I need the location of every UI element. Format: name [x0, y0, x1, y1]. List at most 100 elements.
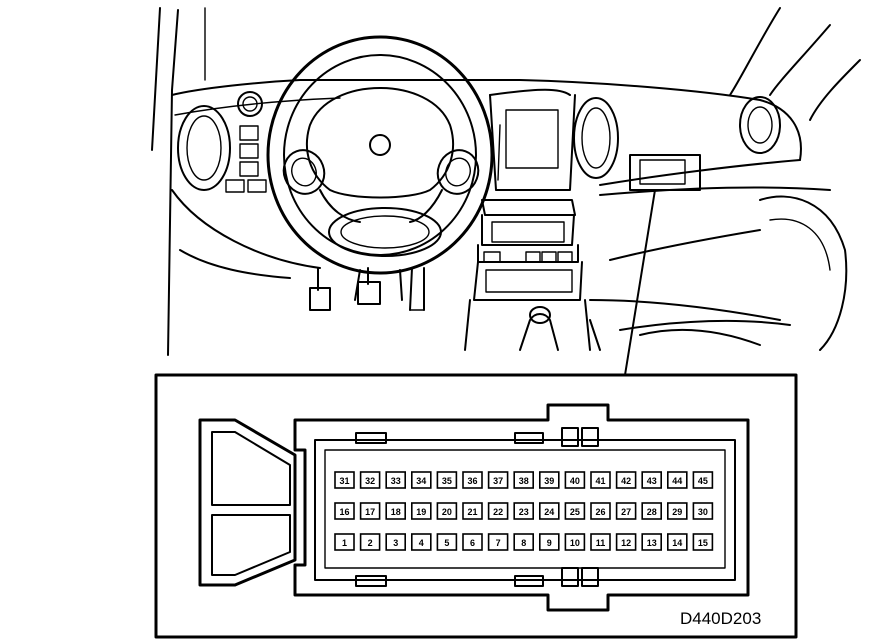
pin-number: 11: [596, 538, 606, 548]
connector-pin: 1: [334, 533, 355, 551]
connector-pin: 43: [641, 471, 663, 489]
pin-number: 24: [544, 507, 554, 517]
pin-number: 4: [419, 538, 424, 548]
pin-cell: [564, 533, 586, 551]
connector-pin: 8: [513, 533, 535, 551]
pin-cell: [385, 502, 407, 520]
pin-number: 43: [647, 476, 657, 486]
connector-pin: 3: [385, 533, 407, 551]
pin-cell: [359, 502, 381, 520]
connector-pin: 14: [666, 533, 688, 551]
pin-number: 33: [391, 476, 401, 486]
connector-pin: 5: [436, 533, 458, 551]
pin-cell: [334, 502, 355, 520]
connector-pin: 37: [487, 471, 509, 489]
pin-cell: [538, 533, 560, 551]
pin-number: 14: [672, 538, 682, 548]
pin-number: 13: [647, 538, 657, 548]
connector-pin: 36: [462, 471, 483, 489]
pin-cell: [692, 533, 714, 551]
connector-pin: 27: [615, 502, 637, 520]
pin-cell: [436, 471, 458, 489]
pin-number: 39: [544, 476, 554, 486]
pin-number: 38: [519, 476, 529, 486]
pin-cell: [410, 502, 432, 520]
connector-pin: 32: [359, 471, 381, 489]
pin-cell: [334, 471, 355, 489]
pin-number: 30: [698, 507, 708, 517]
pin-number: 5: [444, 538, 449, 548]
pin-number: 10: [570, 538, 580, 548]
connector-pin: 18: [385, 502, 407, 520]
pin-cell: [615, 533, 637, 551]
pin-cell: [462, 502, 483, 520]
pin-number: 37: [493, 476, 503, 486]
connector-pin: 45: [692, 471, 714, 489]
pin-cell: [410, 533, 432, 551]
connector-pin: 26: [590, 502, 611, 520]
connector-pin: 9: [538, 533, 560, 551]
pin-cell: [513, 533, 535, 551]
connector-pin: 33: [385, 471, 407, 489]
pin-number: 23: [519, 507, 529, 517]
pin-number: 7: [496, 538, 501, 548]
headlight-knob: [237, 91, 263, 117]
pin-cell: [385, 471, 407, 489]
pin-number: 22: [493, 507, 503, 517]
pin-cell: [385, 533, 407, 551]
connector-location-marker: [629, 154, 701, 191]
connector-pin: 35: [436, 471, 458, 489]
pin-number: 45: [698, 476, 708, 486]
connector-pin: 40: [564, 471, 586, 489]
pin-number: 42: [621, 476, 631, 486]
pin-number: 44: [672, 476, 682, 486]
connector-pin: 10: [564, 533, 586, 551]
connector-latch: [198, 418, 297, 587]
pin-cell: [436, 502, 458, 520]
pin-number: 8: [521, 538, 526, 548]
pin-cell: [666, 471, 688, 489]
connector-pin: 7: [487, 533, 509, 551]
pin-number: 20: [442, 507, 452, 517]
pin-number: 2: [368, 538, 373, 548]
pin-cell: [462, 533, 483, 551]
pin-number: 29: [672, 507, 682, 517]
pin-cell: [590, 471, 611, 489]
pin-cell: [436, 533, 458, 551]
pin-number: 12: [621, 538, 631, 548]
pin-cell: [564, 502, 586, 520]
pin-number: 27: [621, 507, 631, 517]
connector-pin: 16: [334, 502, 355, 520]
pin-number: 21: [467, 507, 477, 517]
connector-pin: 20: [436, 502, 458, 520]
connector-pin: 34: [410, 471, 432, 489]
connector-pin: 17: [359, 502, 381, 520]
pin-number: 36: [467, 476, 477, 486]
connector-pin: 39: [538, 471, 560, 489]
connector-pin: 30: [692, 502, 714, 520]
pin-cell: [615, 502, 637, 520]
pin-number: 41: [595, 476, 605, 486]
connector-pin: 38: [513, 471, 535, 489]
pin-cell: [564, 471, 586, 489]
pin-cell: [410, 471, 432, 489]
pin-number: 35: [442, 476, 452, 486]
connector-pin: 11: [590, 533, 611, 551]
right-dashboard: [589, 96, 848, 351]
figure-code: D440D203: [680, 609, 761, 628]
dashboard-illustration: [151, 7, 861, 376]
connector-pin: 22: [487, 502, 509, 520]
pin-number: 32: [365, 476, 375, 486]
connector-pin: 21: [462, 502, 483, 520]
connector-pin: 6: [462, 533, 483, 551]
detail-frame: [154, 373, 798, 639]
connector-pin: 25: [564, 502, 586, 520]
connector-pin: 41: [590, 471, 611, 489]
pin-number: 26: [595, 507, 605, 517]
pin-cell: [334, 533, 355, 551]
pin-number: 6: [470, 538, 475, 548]
pin-number: 31: [339, 476, 349, 486]
pedals: [309, 267, 425, 311]
pin-cell: [513, 502, 535, 520]
